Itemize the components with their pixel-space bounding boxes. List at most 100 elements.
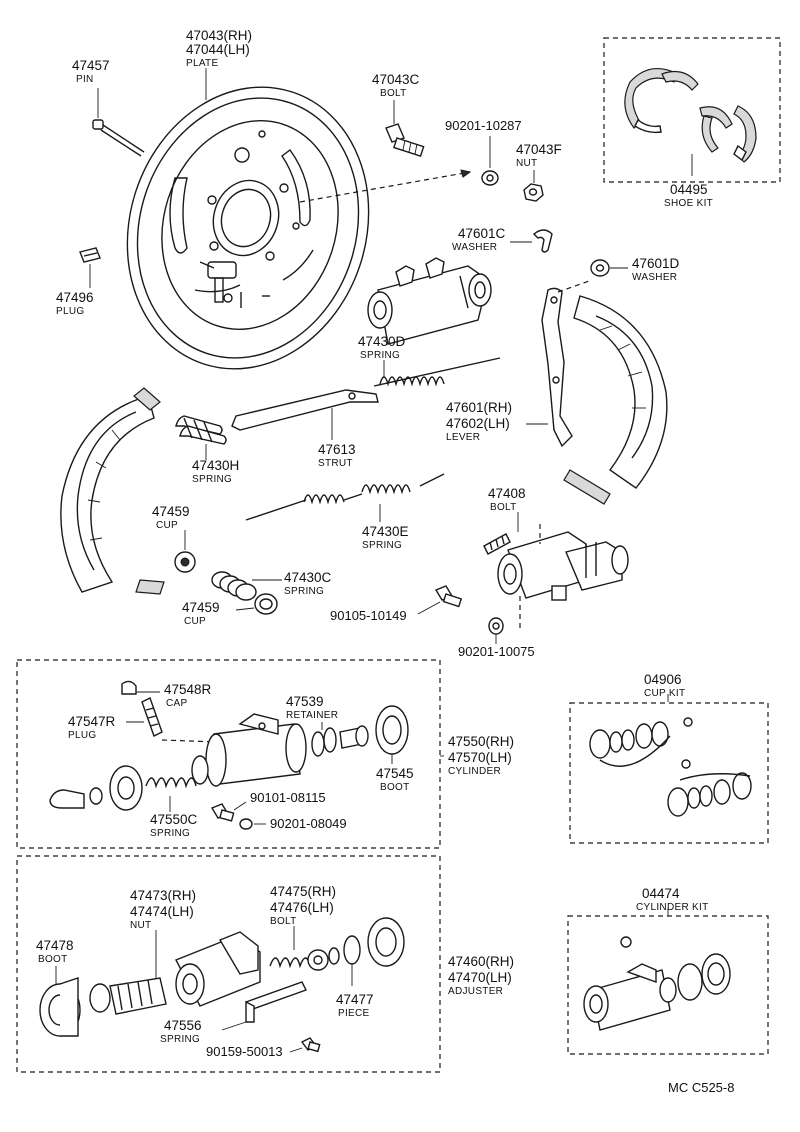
label-plug-47547r-num: 47547R [68,714,116,729]
cylinder-assembly-drawing [49,680,444,830]
label-lever-num2: 47602(LH) [446,416,510,431]
plug-47496-drawing [79,247,101,288]
label-bolt-adjuster-num1: 47475(RH) [270,884,336,899]
label-bolt-adjuster-num2: 47476(LH) [270,900,334,915]
cup-kit-drawing [589,694,752,817]
label-strut-name: STRUT [318,458,353,469]
label-spring-47430e-name: SPRING [362,540,402,551]
label-cup-47459-b-name: CUP [184,616,206,627]
label-plug-47496-num: 47496 [56,290,94,305]
cup-47459-upper-drawing [174,530,196,573]
spring-47430d-drawing [373,357,501,387]
label-retainer-47539-num: 47539 [286,694,324,709]
backing-plate-drawing [126,86,370,370]
cylinder-kit-drawing [583,908,731,1031]
label-bolt-47408-num: 47408 [488,486,526,501]
label-spring-47430h-name: SPRING [192,474,232,485]
label-strut: 47613 STRUT [318,442,356,469]
label-bolt-47408: 47408 BOLT [488,486,526,513]
brake-shoe-right-drawing [563,295,668,505]
label-plug-47496-name: PLUG [56,306,84,317]
label-cylinder-num2: 47570(LH) [448,750,512,765]
washer-90201-10075-drawing [488,617,504,644]
label-cylinder-kit: 04474 CYLINDER KIT [636,886,709,913]
label-cap-47548r: 47548R CAP [164,682,212,709]
washer-90201-10287-drawing [481,136,499,186]
label-nut-47043f: 47043F NUT [516,142,562,169]
label-washer-90201-10075: 90201-10075 [458,644,535,659]
label-spring-47430d: 47430D SPRING [358,334,406,361]
label-plug-47496: 47496 PLUG [56,290,94,317]
label-shoe-kit-num: 04495 [670,182,708,197]
label-bolt-47043c-num: 47043C [372,72,420,87]
label-bolt-47043c: 47043C BOLT [372,72,420,99]
label-washer-90201-08049-num: 90201-08049 [270,816,347,831]
label-spring-47430d-name: SPRING [360,350,400,361]
label-spring-47430e: 47430E SPRING [362,524,409,551]
adjuster-assembly-drawing [39,917,405,1053]
label-shoe-kit-name: SHOE KIT [664,198,713,209]
label-bolt-47043c-name: BOLT [380,88,407,99]
label-bolt-90159-50013: 90159-50013 [206,1044,303,1059]
label-plate-num1: 47043(RH) [186,28,252,43]
label-cylinder-name: CYLINDER [448,766,501,777]
brake-shoe-left-drawing [60,387,165,595]
label-cylinder-num1: 47550(RH) [448,734,514,749]
label-cup-kit: 04906 CUP KIT [644,672,685,699]
lever-drawing [541,287,573,448]
label-plug-47547r-name: PLUG [68,730,96,741]
label-spring-47430h-num: 47430H [192,458,239,473]
label-adjuster-num2: 47470(LH) [448,970,512,985]
label-washer-47601d-num: 47601D [632,256,680,271]
label-lever-name: LEVER [446,432,480,443]
label-lever: 47601(RH) 47602(LH) LEVER [446,400,548,443]
label-adjuster: 47460(RH) 47470(LH) ADJUSTER [448,954,514,997]
label-piece-47477-name: PIECE [338,1008,370,1019]
label-piece-47477-num: 47477 [336,992,374,1007]
pin-drawing [92,88,145,157]
label-pin: 47457 PIN [72,58,110,85]
label-spring-47430h: 47430H SPRING [192,458,239,485]
label-cap-47548r-num: 47548R [164,682,212,697]
bolt-47408-drawing [483,512,519,555]
nut-47043f-drawing [523,170,544,202]
label-spring-47550c-num: 47550C [150,812,198,827]
spring-47430e-drawing [245,473,445,522]
label-washer-47601c: 47601C WASHER [452,226,506,253]
label-plug-47547r: 47547R PLUG [68,714,116,741]
label-washer-47601c-name: WASHER [452,242,497,253]
strut-drawing [231,389,379,440]
label-spring-47550c-name: SPRING [150,828,190,839]
label-plate-name: PLATE [186,58,218,69]
label-boot-47545-name: BOOT [380,782,410,793]
label-washer-90201-10287-num: 90201-10287 [445,118,522,133]
label-cup-47459-a-name: CUP [156,520,178,531]
label-bolt-90159-50013-num: 90159-50013 [206,1044,283,1059]
label-spring-47550c: 47550C SPRING [150,812,198,839]
label-bolt-adjuster-name: BOLT [270,916,297,927]
label-nut-adjuster-name: NUT [130,920,151,931]
label-cup-kit-name: CUP KIT [644,688,685,699]
label-cylinder-kit-name: CYLINDER KIT [636,902,709,913]
label-washer-90201-10287: 90201-10287 [445,118,522,133]
label-nut-47043f-num: 47043F [516,142,562,157]
label-pin-name: PIN [76,74,94,85]
spring-47430h-drawing [175,415,227,460]
label-bolt-90105-10149: 90105-10149 [330,608,407,623]
bolt-90105-10149-drawing [417,585,463,615]
label-spring-47556: 47556 SPRING [160,1018,202,1045]
label-nut-adjuster: 47473(RH) 47474(LH) NUT [130,888,196,931]
label-nut-adjuster-num2: 47474(LH) [130,904,194,919]
washer-47601d-drawing [590,259,628,277]
label-retainer-47539-name: RETAINER [286,710,338,721]
label-nut-adjuster-num1: 47473(RH) [130,888,196,903]
label-spring-47430c-num: 47430C [284,570,332,585]
label-bolt-90105-10149-num: 90105-10149 [330,608,407,623]
label-washer-47601c-num: 47601C [458,226,506,241]
label-cap-47548r-name: CAP [166,698,187,709]
label-boot-47545: 47545 BOOT [376,766,414,793]
label-cup-47459-b: 47459 CUP [182,600,220,627]
washer-47601c-drawing [510,229,553,253]
wheel-cylinder-lower-drawing [497,524,629,630]
